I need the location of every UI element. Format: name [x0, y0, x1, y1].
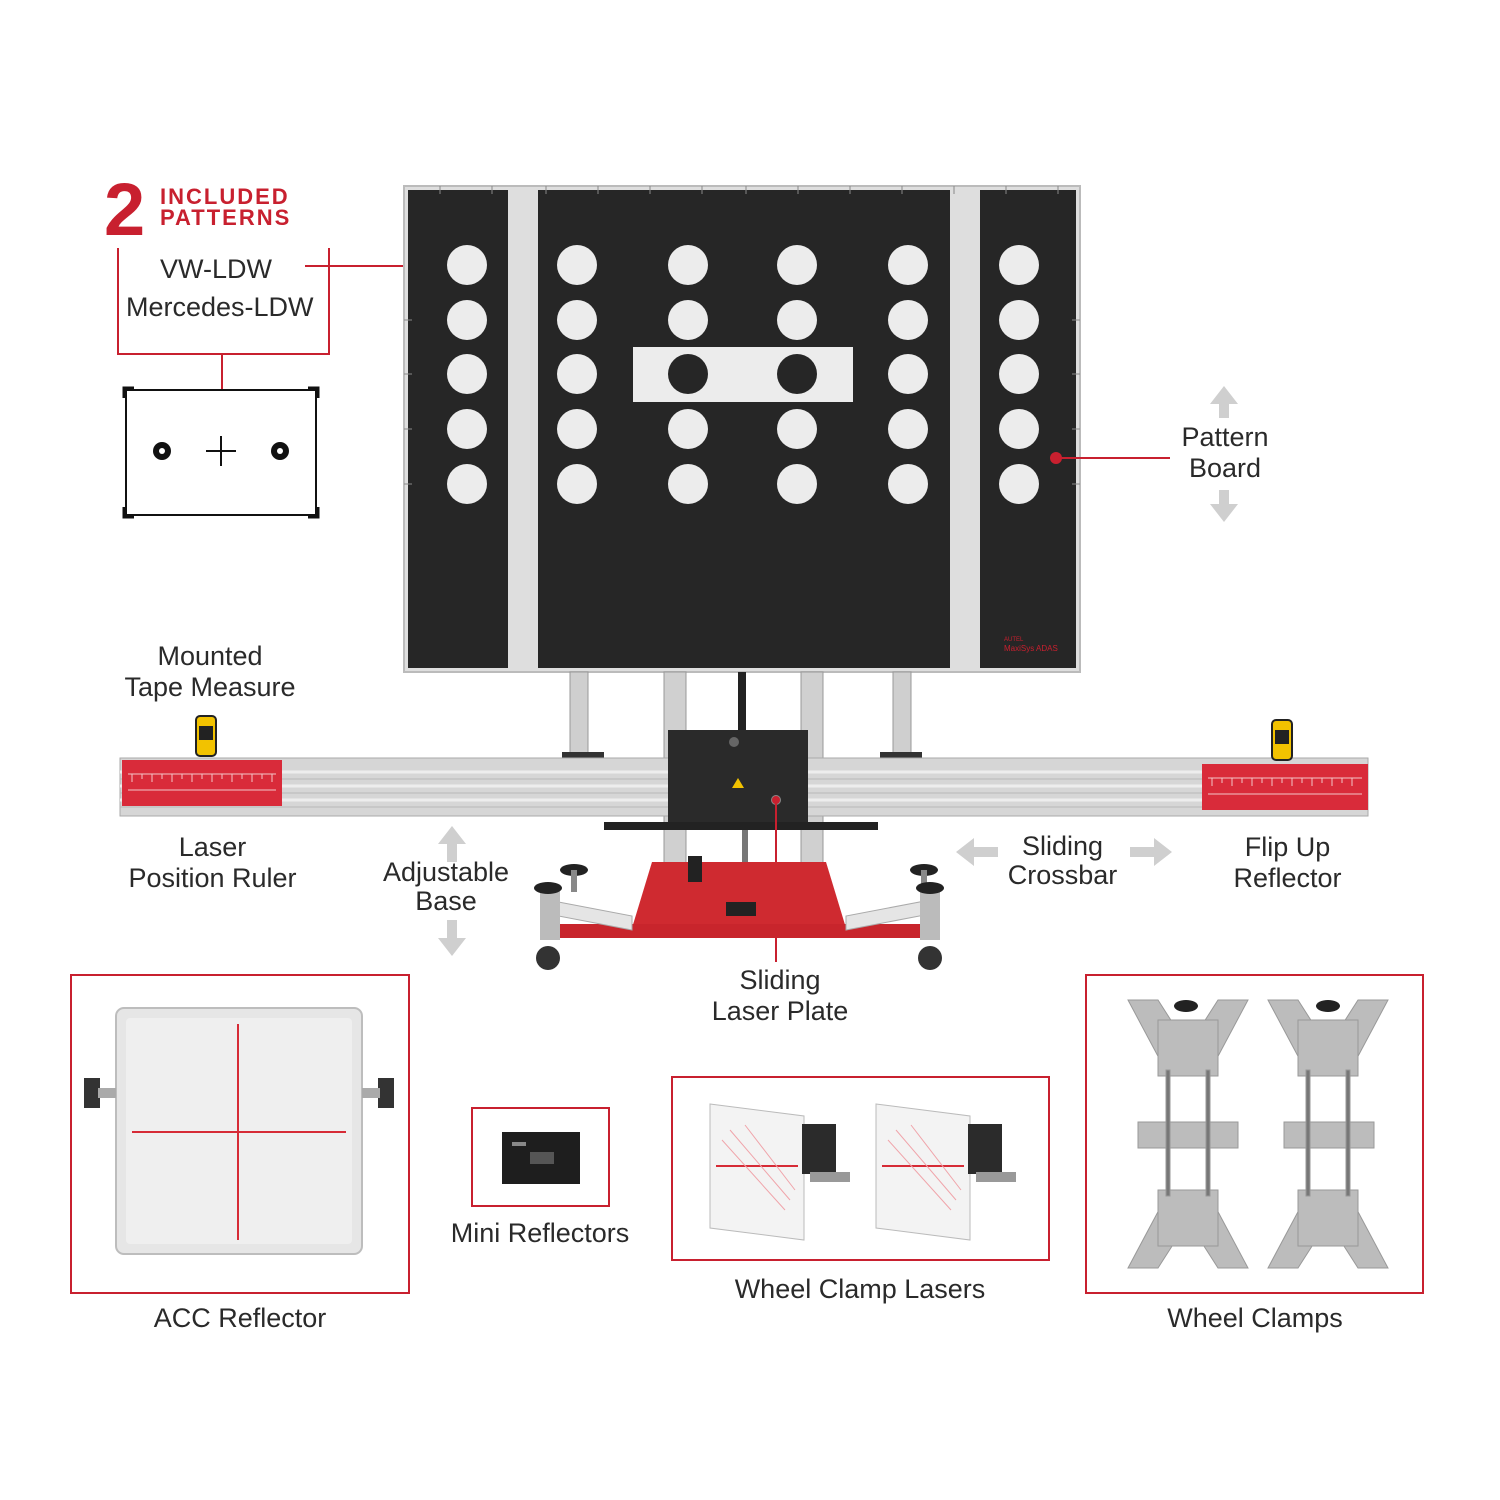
crossbar-arrow-icon: [956, 838, 1172, 866]
wheel-clamp-lasers-label: Wheel Clamp Lasers: [734, 1274, 986, 1304]
acc-reflector: [84, 1007, 394, 1255]
mercedes-target-card: [122, 386, 320, 519]
acc-reflector-label: ACC Reflector: [153, 1303, 327, 1333]
wheel-clamps-box: [1085, 974, 1424, 1294]
wheel-clamp-2: [1267, 999, 1389, 1269]
acc-reflector-box: [70, 974, 410, 1294]
pattern-vw-ldw: VW-LDW: [160, 254, 272, 284]
laser-position-ruler-right: [1202, 764, 1368, 810]
wheel-clamp-1: [1127, 999, 1249, 1269]
laser-plate-dot: [772, 796, 780, 804]
mini-reflectors-box: [471, 1107, 610, 1207]
board-brand-line2: MaxiSys ADAS: [1004, 644, 1058, 653]
mini-reflectors-label: Mini Reflectors: [450, 1218, 630, 1248]
vertical-arrow-icon: [1210, 386, 1238, 522]
mounted-tape-measure-left: [195, 715, 217, 757]
wheel-clamp-lasers-box: [671, 1076, 1050, 1261]
pattern-mercedes-ldw: Mercedes-LDW: [126, 292, 314, 322]
wheel-clamp-laser-1: [709, 1103, 850, 1241]
wheel-clamp-laser-2: [875, 1103, 1016, 1241]
wheel-clamps-label: Wheel Clamps: [1167, 1303, 1343, 1333]
mounted-tape-measure-right: [1271, 719, 1293, 761]
sliding-laser-plate: [604, 730, 878, 830]
included-patterns-heading: INCLUDED PATTERNS: [160, 184, 292, 230]
pattern-bracket: [117, 248, 420, 400]
pattern-count: 2: [104, 168, 146, 251]
base-arrow-icon: [438, 826, 466, 956]
laser-position-ruler-left: [122, 760, 282, 806]
adjustable-base: [534, 830, 944, 970]
pattern-board-dot: [1050, 452, 1062, 464]
pattern-board: AUTEL MaxiSys ADAS: [403, 185, 1081, 673]
mini-reflector: [502, 1132, 580, 1184]
board-brand-line1: AUTEL: [1004, 637, 1024, 643]
